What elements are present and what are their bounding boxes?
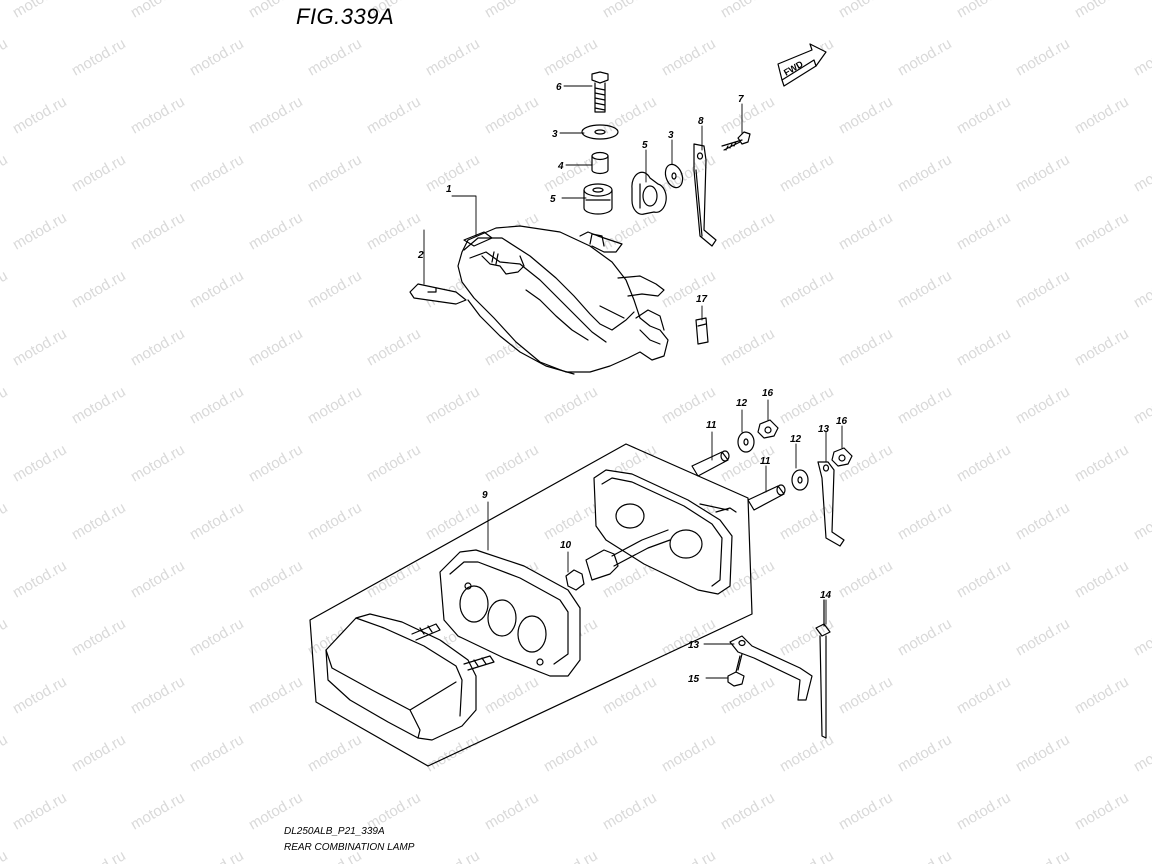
washer-part-12-lower (791, 469, 809, 491)
callout-c5b: 5 (642, 140, 648, 151)
washer-part-3-top (581, 124, 619, 140)
gasket-plate (593, 469, 737, 595)
callout-c6: 6 (556, 82, 562, 93)
bulb-part-10 (565, 529, 671, 591)
callout-c13a: 13 (818, 424, 830, 435)
callout-c12b: 12 (790, 434, 802, 445)
grommet-part-5-right (631, 171, 667, 215)
bolt-part-6 (591, 71, 609, 113)
callout-c9: 9 (482, 490, 488, 501)
callout-c3b: 3 (668, 130, 674, 141)
callout-c5a: 5 (550, 194, 556, 205)
spacer-part-11-upper (691, 450, 730, 477)
rear-lens (325, 613, 495, 741)
collar-part-4 (591, 151, 609, 175)
bracket-part-13-upper (817, 461, 845, 547)
callout-c3a: 3 (552, 129, 558, 140)
callout-c17: 17 (696, 294, 708, 305)
model-code: DL250ALB_P21_339A (284, 826, 385, 837)
screw-part-7 (721, 131, 751, 151)
assembly-frame-part-9 (309, 443, 753, 767)
callout-c10: 10 (560, 540, 572, 551)
bracket-part-8 (693, 143, 717, 247)
callout-c15: 15 (688, 674, 700, 685)
figure-title: FIG.339A (296, 4, 395, 29)
lamp-base (439, 549, 581, 677)
callout-c4: 4 (557, 161, 564, 172)
cable-tie-part-14 (815, 599, 831, 739)
nut-part-16-upper (757, 419, 779, 439)
pad-part-17 (695, 317, 709, 345)
callout-c2: 2 (417, 250, 424, 261)
callout-c14: 14 (820, 590, 832, 601)
callout-c1: 1 (446, 184, 452, 195)
reflector-part-2 (409, 283, 467, 305)
callout-c8: 8 (698, 116, 704, 127)
callout-c11a: 11 (706, 420, 717, 431)
screw-part-15 (727, 653, 745, 687)
callout-c16a: 16 (762, 388, 774, 399)
nut-part-16-lower (831, 447, 853, 467)
spacer-part-11-lower (747, 484, 786, 511)
washer-part-12-upper (737, 431, 755, 453)
washer-part-3-right (664, 163, 684, 189)
callout-c16b: 16 (836, 416, 848, 427)
figure-caption: REAR COMBINATION LAMP (284, 842, 415, 853)
callout-c13b: 13 (688, 640, 700, 651)
lamp-housing-part-1 (457, 225, 669, 375)
grommet-part-5-left (583, 183, 613, 215)
callout-c7: 7 (738, 94, 744, 105)
bracket-part-13-lower (729, 635, 813, 701)
callout-c12a: 12 (736, 398, 748, 409)
fwd-arrow-icon (777, 43, 827, 87)
callout-leaders (423, 85, 843, 679)
callout-c11b: 11 (760, 456, 771, 467)
